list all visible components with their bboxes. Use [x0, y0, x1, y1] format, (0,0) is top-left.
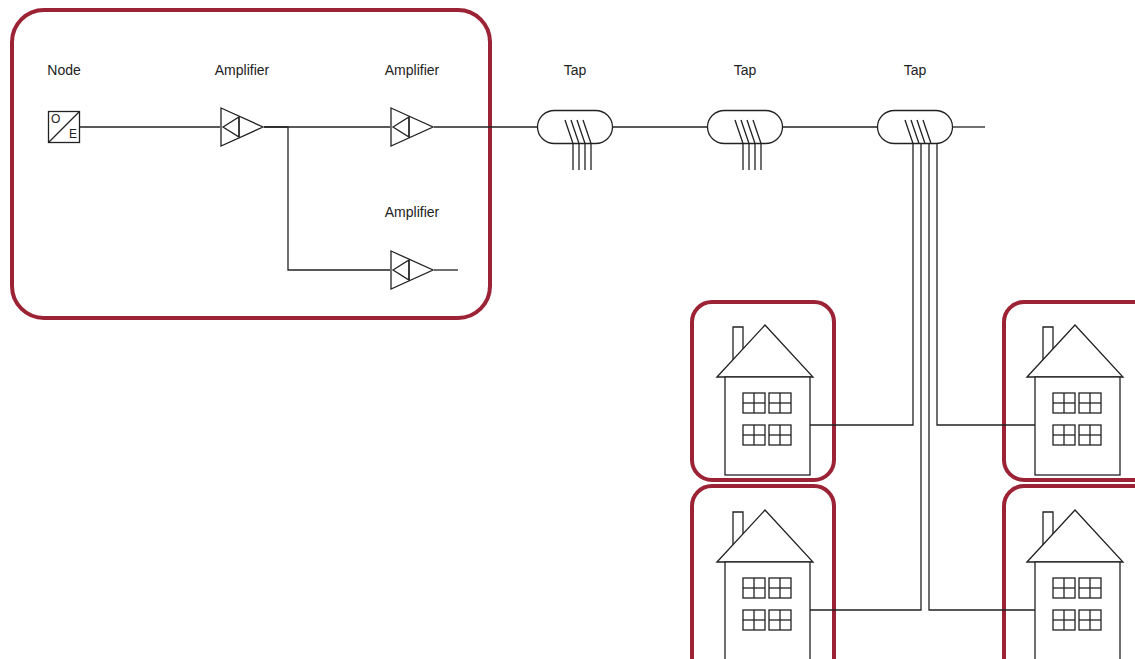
symbol-label: Amplifier	[385, 204, 439, 220]
amplifier-symbol: Amplifier	[390, 250, 434, 290]
group-outline	[12, 10, 1135, 659]
amplifier-symbol: Amplifier	[220, 107, 264, 147]
coax-line	[434, 126, 537, 127]
symbol-outline	[390, 107, 434, 147]
symbol-label: Amplifier	[215, 62, 269, 78]
symbol-outline	[537, 110, 613, 144]
symbol-outline	[877, 110, 953, 144]
symbol-label: Node	[47, 62, 80, 78]
symbol-outline	[707, 110, 783, 144]
tap-symbol: Tap	[877, 110, 953, 144]
optical-node: NodeOE	[48, 111, 80, 143]
symbol-outline	[220, 107, 264, 147]
house	[1027, 325, 1123, 475]
house	[1027, 510, 1123, 659]
symbol-label: Amplifier	[385, 62, 439, 78]
symbol-letter: O	[51, 113, 60, 126]
house	[717, 510, 813, 659]
amplifier-symbol: Amplifier	[390, 107, 434, 147]
coax-line	[613, 126, 707, 127]
symbol-label: Tap	[564, 62, 587, 78]
symbol-label: Tap	[904, 62, 927, 78]
symbol-letter: E	[69, 128, 77, 141]
symbol-outline	[390, 250, 434, 290]
coax-line	[783, 126, 877, 127]
symbol-label: Tap	[734, 62, 757, 78]
house	[717, 325, 813, 475]
tap-symbol: Tap	[537, 110, 613, 144]
coax-line	[80, 126, 220, 127]
tap-symbol: Tap	[707, 110, 783, 144]
drop-wire	[434, 127, 1035, 610]
coax-line	[264, 127, 390, 270]
